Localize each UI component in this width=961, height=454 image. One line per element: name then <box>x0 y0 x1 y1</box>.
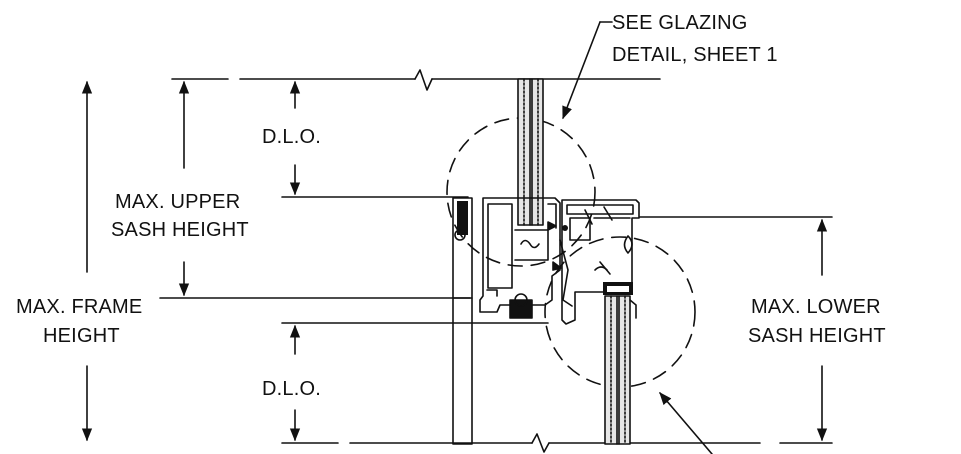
lower-sash-label-line-1: MAX. LOWER <box>751 296 881 318</box>
upper-sash-label-line-1: MAX. UPPER <box>115 191 240 213</box>
lower-sash-label-line-2: SASH HEIGHT <box>748 325 886 347</box>
lower-sash-height-label: MAX. LOWER SASH HEIGHT <box>748 296 886 347</box>
frame-label-line-2: HEIGHT <box>43 325 120 347</box>
lower-dlo-label: D.L.O. <box>262 378 321 400</box>
upper-dlo-label: D.L.O. <box>262 126 321 148</box>
callout-line-1: SEE GLAZING <box>612 12 748 34</box>
frame-label-line-1: MAX. FRAME <box>16 296 142 318</box>
upper-sash-label-line-2: SASH HEIGHT <box>111 219 249 241</box>
upper-sash-rail <box>479 197 562 319</box>
frame-jamb <box>452 197 473 445</box>
bottom-reference-line <box>281 433 833 453</box>
upper-glass-unit <box>517 78 544 226</box>
frame-height-label: MAX. FRAME HEIGHT <box>16 296 142 347</box>
top-reference-line <box>171 69 661 91</box>
callout-leader <box>562 21 613 120</box>
upper-sash-height-label: MAX. UPPER SASH HEIGHT <box>111 191 249 241</box>
glazing-callout: SEE GLAZING DETAIL, SHEET 1 <box>612 12 778 66</box>
lower-glass-unit <box>603 282 637 445</box>
lower-leader <box>659 392 713 454</box>
callout-line-2: DETAIL, SHEET 1 <box>612 44 778 66</box>
